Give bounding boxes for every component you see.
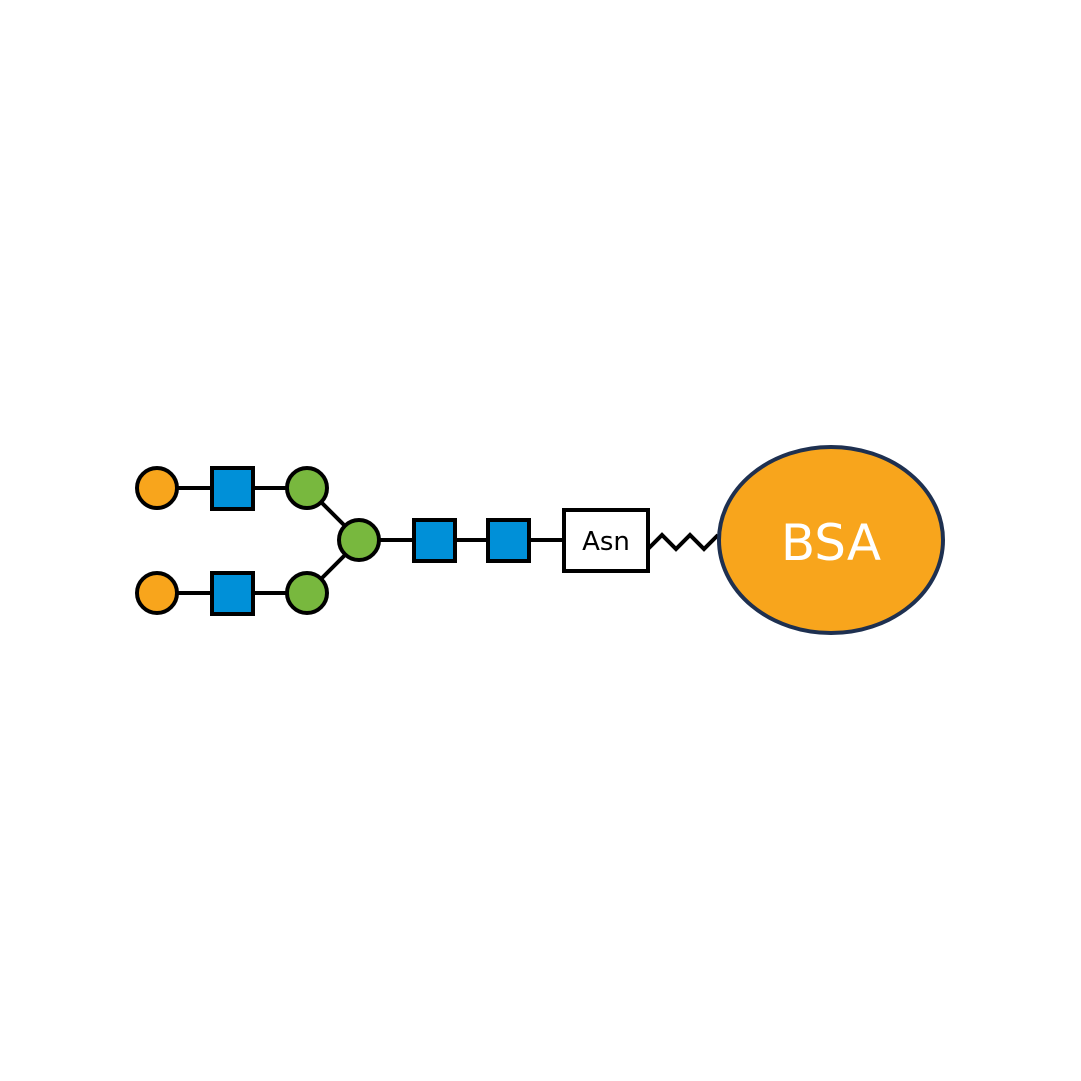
- upper-glcnac-square: [210, 466, 255, 511]
- lower-glcnac-square: [210, 571, 255, 616]
- upper-galactose-circle: [135, 466, 179, 510]
- asn-box: [562, 508, 650, 573]
- zigzag-linker: [646, 532, 720, 552]
- bsa-ellipse: [717, 445, 945, 635]
- lower-mannose-circle: [285, 571, 329, 615]
- core-glcnac-square-2: [486, 518, 531, 563]
- upper-mannose-circle: [285, 466, 329, 510]
- asn-label: Asn: [582, 527, 630, 557]
- core-glcnac-square-1: [412, 518, 457, 563]
- core-mannose-circle: [337, 518, 381, 562]
- bond-upper-man-core-man: [319, 500, 347, 528]
- lower-galactose-circle: [135, 571, 179, 615]
- linkage-bonds: [178, 486, 720, 595]
- bond-lower-man-core-man: [319, 553, 347, 581]
- bsa-label: BSA: [781, 514, 881, 572]
